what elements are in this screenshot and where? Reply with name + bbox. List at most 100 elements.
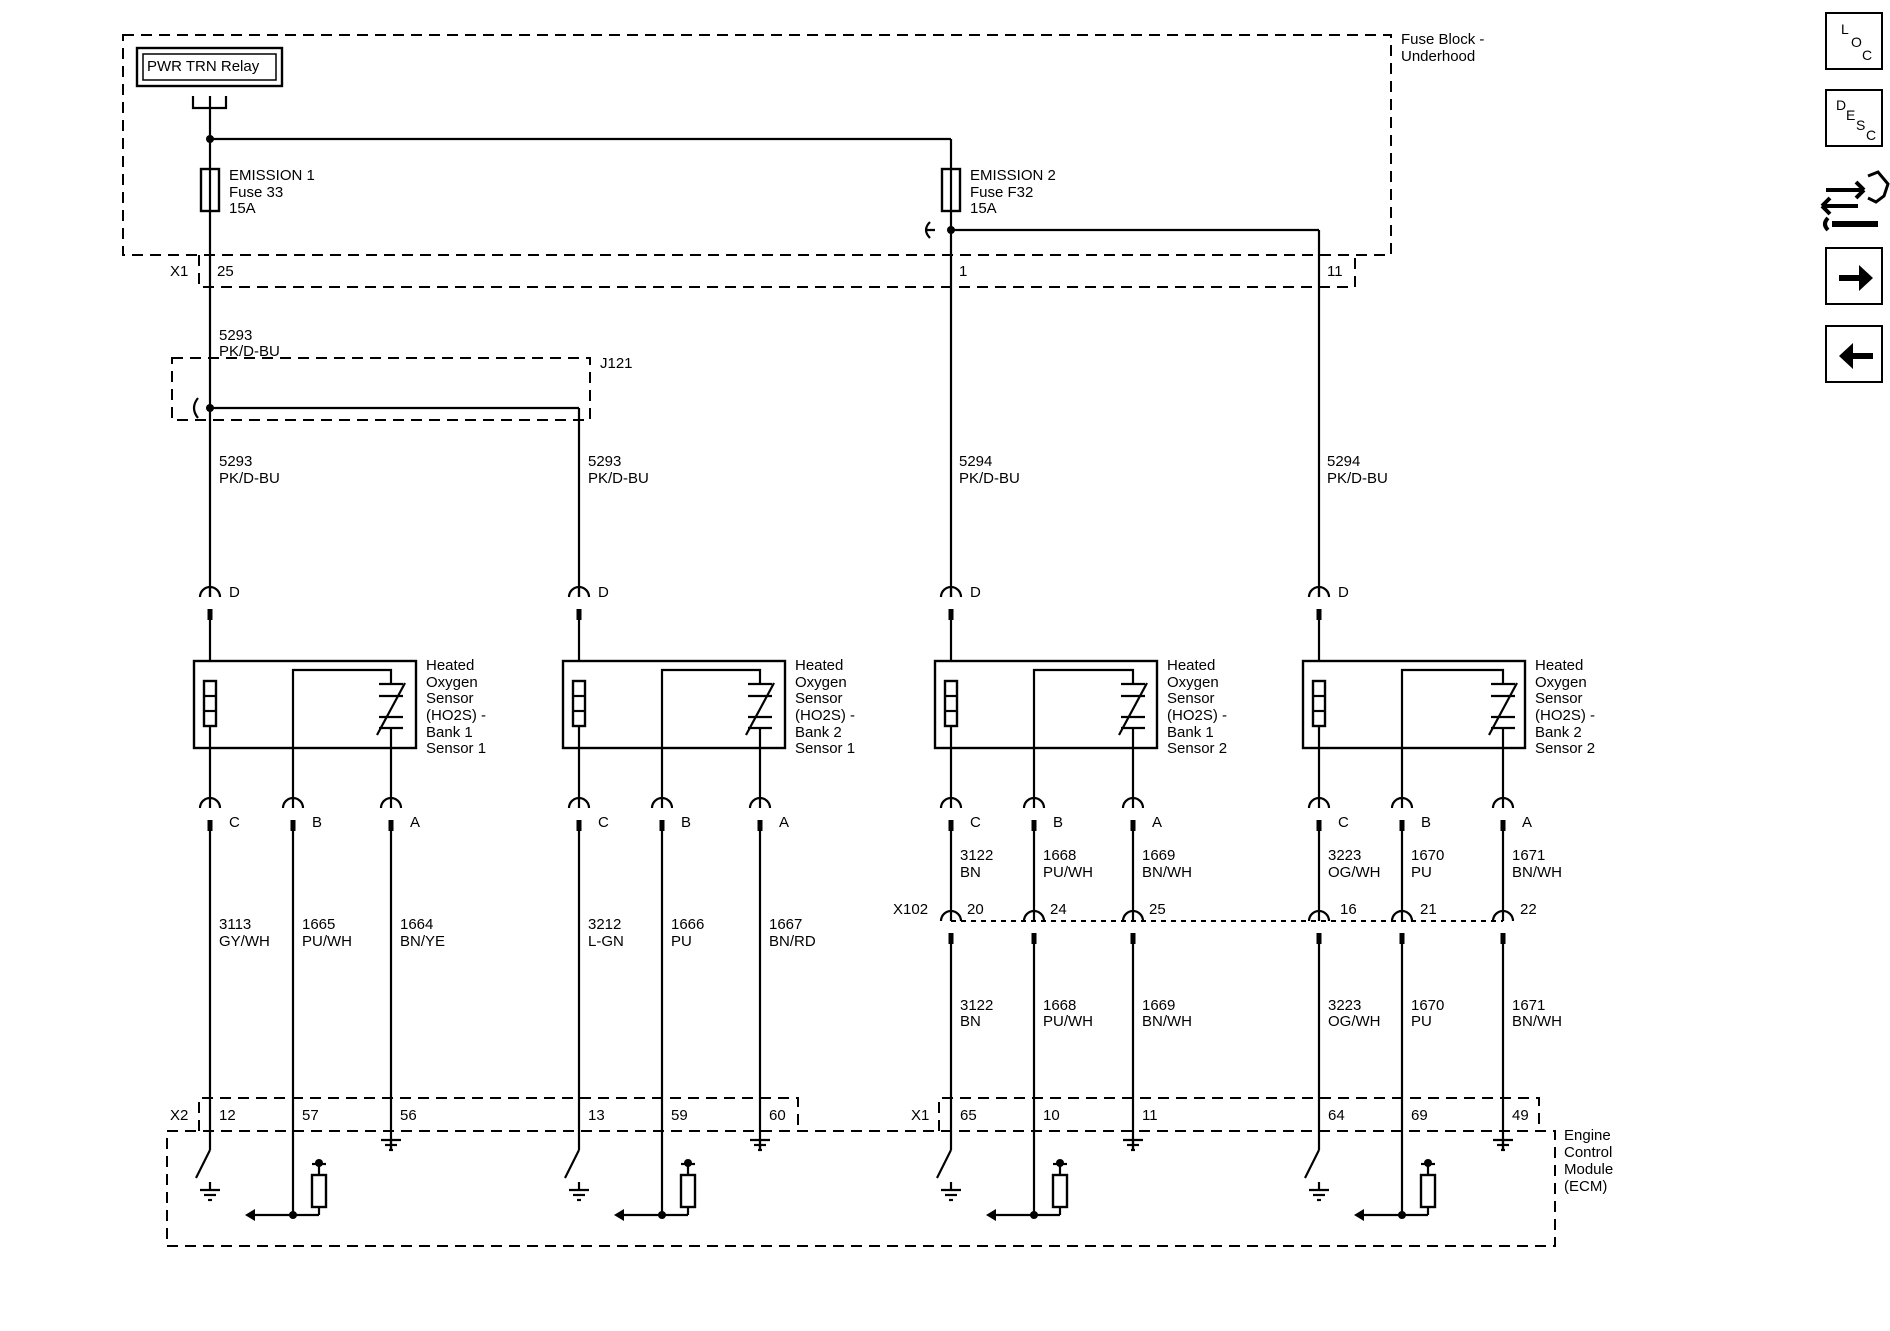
component-connector-button[interactable] <box>1818 162 1890 237</box>
ecm-pin: 59 <box>671 1107 688 1124</box>
pin-a-label: A <box>1152 814 1162 831</box>
wire-circuit-lower: 3223 <box>1328 997 1361 1014</box>
ecm-pin: 69 <box>1411 1107 1428 1124</box>
ecm-pin: 57 <box>302 1107 319 1124</box>
wire-circuit-upper: 1668 <box>1043 847 1076 864</box>
pin-c-label: C <box>229 814 240 831</box>
wire-color-upper: PU <box>1411 864 1432 881</box>
fuse-2-line3: 15A <box>970 200 997 217</box>
fuse-block-x1-label: X1 <box>170 263 188 280</box>
ecm-circuit-1 <box>195 1138 401 1221</box>
fuse-2-line2: Fuse F32 <box>970 184 1033 201</box>
inline-connector-x102: X102 20 24 25 16 21 22 <box>893 901 1537 922</box>
wire-color-lower: PU/WH <box>1043 1013 1093 1030</box>
wire-color-upper: PU/WH <box>1043 864 1093 881</box>
wire-color-upper: OG/WH <box>1328 864 1381 881</box>
feed-5294-color-a: PK/D-BU <box>959 470 1020 487</box>
fuse-1-line3: 15A <box>229 200 256 217</box>
pin-b-label: B <box>1421 814 1431 831</box>
wire-circuit-upper: 1671 <box>1512 847 1545 864</box>
wire-color-upper: BN/WH <box>1512 864 1562 881</box>
pin-b-label: B <box>681 814 691 831</box>
fuse-block-underhood: Fuse Block - Underhood <box>122 31 1484 256</box>
sensor-label-line3: Sensor <box>1535 690 1583 707</box>
wire-circuit-upper: 1669 <box>1142 847 1175 864</box>
sensor-label-line6: Sensor 2 <box>1535 740 1595 757</box>
x102-label: X102 <box>893 901 928 918</box>
fuse-block-pin-1: 1 <box>959 263 967 280</box>
arrow-left-icon <box>1839 343 1873 369</box>
fuse-emission-2: EMISSION 2 Fuse F32 15A <box>940 139 1056 217</box>
ecm-pin: 65 <box>960 1107 977 1124</box>
sensor-label-line4: (HO2S) - <box>1535 707 1595 724</box>
sensor-label-line5: Bank 2 <box>1535 724 1582 741</box>
relay-label: PWR TRN Relay <box>147 58 260 75</box>
desc-s: S <box>1856 117 1865 133</box>
ecm-circuit-4 <box>1304 1138 1513 1221</box>
wire-circuit-lower: 3122 <box>960 997 993 1014</box>
feed-5293-circuit-c: 5293 <box>588 453 621 470</box>
sensor-label-line4: (HO2S) - <box>795 707 855 724</box>
pin-d-label: D <box>1338 584 1349 601</box>
wire-circuit-upper: 3122 <box>960 847 993 864</box>
ecm-label-line4: (ECM) <box>1564 1178 1607 1195</box>
arrow-right-icon <box>1839 265 1873 291</box>
wire-circuit: 1664 <box>400 916 433 933</box>
sensor-label-line5: Bank 2 <box>795 724 842 741</box>
sensor-label-line2: Oxygen <box>1167 674 1219 691</box>
pin-d-label: D <box>598 584 609 601</box>
fuse-block-connector-x1: X1 25 1 11 <box>170 255 1356 288</box>
sensor-label-line6: Sensor 2 <box>1167 740 1227 757</box>
sensor-body <box>1301 659 1527 750</box>
pin-a-label: A <box>410 814 420 831</box>
sensor-body <box>933 659 1159 750</box>
x102-pin-20: 20 <box>967 901 984 918</box>
sensor-label-line2: Oxygen <box>795 674 847 691</box>
desc-icon: D E S C <box>1836 97 1876 143</box>
next-page-button[interactable] <box>1825 247 1883 305</box>
desc-e: E <box>1846 107 1855 123</box>
wire-color: PU/WH <box>302 933 352 950</box>
wire-circuit: 1665 <box>302 916 335 933</box>
loc-o: O <box>1851 34 1862 50</box>
desc-d: D <box>1836 97 1846 113</box>
ecm-pin: 10 <box>1043 1107 1060 1124</box>
feed-5293-color-c: PK/D-BU <box>588 470 649 487</box>
sensor-label-line3: Sensor <box>795 690 843 707</box>
ecm-pin: 49 <box>1512 1107 1529 1124</box>
wire-color-lower: BN <box>960 1013 981 1030</box>
wire-circuit-upper: 3223 <box>1328 847 1361 864</box>
description-button[interactable]: D E S C <box>1825 89 1883 147</box>
sensor-label-line1: Heated <box>1167 657 1215 674</box>
ecm-pin: 12 <box>219 1107 236 1124</box>
loc-c: C <box>1862 47 1872 63</box>
sensor-label-line5: Bank 1 <box>1167 724 1214 741</box>
fuse-block-label-line2: Underhood <box>1401 48 1475 65</box>
wire-circuit-lower: 1669 <box>1142 997 1175 1014</box>
ecm-pin: 13 <box>588 1107 605 1124</box>
sensor-label-line3: Sensor <box>1167 690 1215 707</box>
feed-5294-circuit-b: 5294 <box>1327 453 1360 470</box>
previous-page-button[interactable] <box>1825 325 1883 383</box>
sensor-label-line2: Oxygen <box>1535 674 1587 691</box>
wire-circuit: 3113 <box>219 916 251 933</box>
ecm-circuit-2 <box>564 1138 770 1221</box>
sensor-label-line1: Heated <box>1535 657 1583 674</box>
wire-circuit-lower: 1670 <box>1411 997 1444 1014</box>
wire-color-lower: PU <box>1411 1013 1432 1030</box>
sensor-label-line6: Sensor 1 <box>426 740 486 757</box>
ecm-pin: 60 <box>769 1107 786 1124</box>
fuse-1-line1: EMISSION 1 <box>229 167 315 184</box>
sensor-body <box>561 659 787 750</box>
fuse-block-label-line1: Fuse Block - <box>1401 31 1484 48</box>
feed-5293-color-b: PK/D-BU <box>219 470 280 487</box>
j121-label: J121 <box>600 355 633 372</box>
sensor-label-line1: Heated <box>795 657 843 674</box>
loc-icon: L O C <box>1841 21 1872 63</box>
location-button[interactable]: L O C <box>1825 12 1883 70</box>
